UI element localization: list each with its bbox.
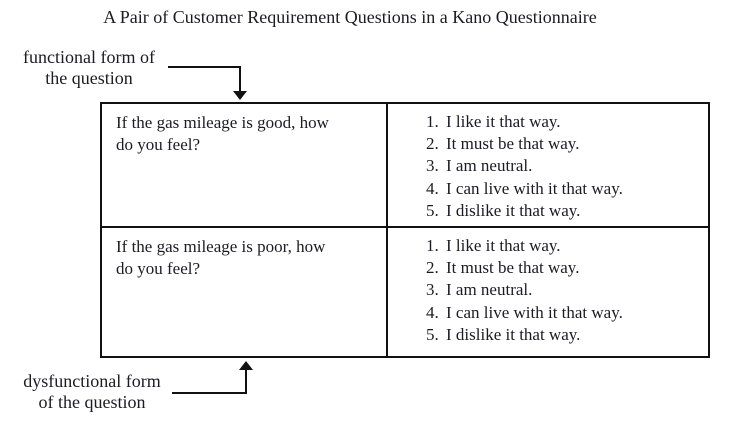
functional-form-label-line1: functional form of: [23, 47, 155, 67]
option-label: I am neutral.: [446, 280, 533, 300]
dysfunctional-options-cell: 1. I like it that way. 2. It must be that …: [388, 228, 708, 356]
option-item: 3. I am neutral.: [426, 155, 704, 177]
option-number: 3.: [426, 280, 439, 300]
option-number: 1.: [426, 112, 439, 131]
option-item: 4. I can live with it that way.: [426, 302, 704, 324]
functional-options-cell: 1. I like it that way. 2. It must be that …: [388, 104, 708, 228]
functional-question-text: If the gas mileage is good, how do you f…: [116, 113, 329, 154]
dysfunctional-question-cell: If the gas mileage is poor, how do you f…: [102, 228, 388, 356]
option-number: 3.: [426, 156, 439, 176]
option-number: 5.: [426, 324, 439, 344]
dysfunctional-question-text: If the gas mileage is poor, how do you f…: [116, 237, 326, 278]
option-item: 5. I dislike it that way.: [426, 324, 704, 346]
dysfunctional-form-label-line2: of the question: [38, 392, 146, 412]
option-label: I can live with it that way.: [446, 302, 623, 322]
option-number: 1.: [426, 236, 439, 255]
option-item: 5. I dislike it that way.: [426, 200, 704, 222]
option-label: I am neutral.: [446, 156, 533, 176]
option-label: It must be that way.: [446, 134, 580, 154]
option-number: 5.: [426, 200, 439, 220]
option-item: 2. It must be that way.: [426, 133, 704, 155]
option-label: I dislike it that way.: [446, 324, 581, 344]
dysfunctional-form-label-line1: dysfunctional form: [23, 371, 161, 391]
option-label: I can live with it that way.: [446, 178, 623, 198]
option-number: 2.: [426, 134, 439, 154]
option-label: I dislike it that way.: [446, 200, 581, 220]
functional-arrow: [168, 66, 247, 100]
dysfunctional-form-label: dysfunctional form of the question: [4, 371, 180, 413]
option-number: 4.: [426, 302, 439, 322]
functional-question-cell: If the gas mileage is good, how do you f…: [102, 104, 388, 228]
dysfunctional-arrow: [172, 361, 253, 394]
option-label: I like it that way.: [446, 236, 561, 255]
figure-title: A Pair of Customer Requirement Questions…: [103, 7, 597, 27]
kano-table: If the gas mileage is good, how do you f…: [100, 102, 710, 358]
option-label: I like it that way.: [446, 112, 561, 131]
functional-form-label-line2: the question: [45, 68, 133, 88]
option-item: 1. I like it that way.: [426, 235, 704, 257]
option-item: 3. I am neutral.: [426, 279, 704, 301]
option-number: 2.: [426, 258, 439, 278]
option-item: 4. I can live with it that way.: [426, 178, 704, 200]
option-item: 2. It must be that way.: [426, 257, 704, 279]
option-label: It must be that way.: [446, 258, 580, 278]
option-number: 4.: [426, 178, 439, 198]
functional-form-label: functional form of the question: [6, 47, 172, 89]
option-item: 1. I like it that way.: [426, 111, 704, 133]
